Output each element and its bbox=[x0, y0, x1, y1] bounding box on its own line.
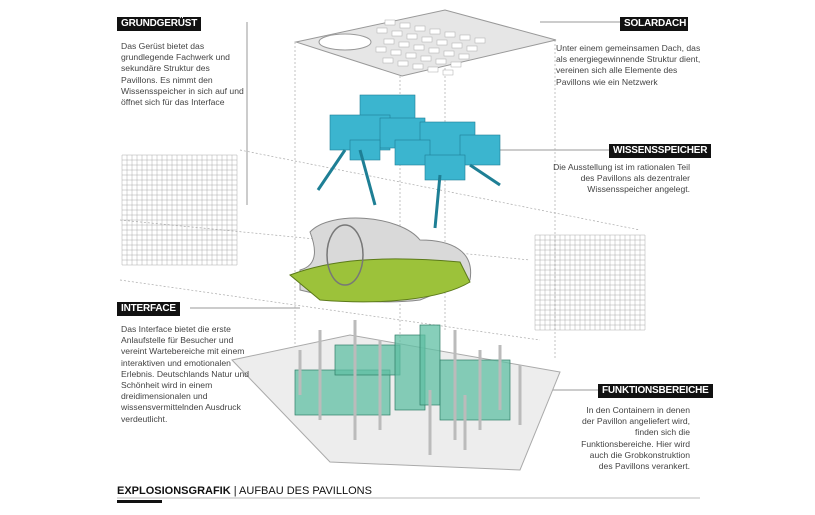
solar-panel bbox=[399, 22, 411, 29]
grundgeruest-label: GRUNDGERÜST bbox=[117, 17, 202, 31]
solardach-label: SOLARDACH bbox=[620, 17, 688, 31]
interface-text: Das Interface bietet die erste Anlaufste… bbox=[121, 324, 250, 424]
solar-panel bbox=[466, 45, 478, 52]
solar-panel bbox=[474, 37, 486, 44]
callout-lines bbox=[117, 21, 700, 499]
footer-bar bbox=[117, 500, 162, 503]
solardach-text: Unter einem gemeinsamen Dach, das als en… bbox=[556, 43, 701, 87]
interface-landscape bbox=[289, 217, 472, 303]
solar-panel bbox=[444, 31, 456, 38]
solar-panel bbox=[405, 52, 417, 59]
solar-panel bbox=[397, 60, 409, 67]
solar-panel bbox=[421, 36, 433, 43]
solar-panel bbox=[406, 33, 418, 40]
solar-roof bbox=[294, 9, 557, 77]
knowledge-store bbox=[316, 94, 501, 229]
solar-panel bbox=[429, 28, 441, 35]
footer-title: EXPLOSIONSGRAFIK bbox=[117, 485, 231, 497]
solar-panel bbox=[451, 42, 463, 49]
solar-panel bbox=[443, 50, 455, 57]
solar-panel bbox=[459, 34, 471, 41]
footer-caption: EXPLOSIONSGRAFIK | AUFBAU DES PAVILLONS bbox=[117, 485, 372, 497]
solar-panel bbox=[384, 19, 396, 26]
function-containers bbox=[294, 324, 511, 421]
scaffold-right bbox=[534, 234, 646, 331]
solar-panel bbox=[420, 55, 432, 62]
funktionsbereiche-label: FUNKTIONSBEREICHE bbox=[598, 384, 713, 398]
solar-panel bbox=[458, 53, 470, 60]
solar-panel bbox=[414, 25, 426, 32]
solar-panel bbox=[390, 49, 402, 56]
funktionsbereiche-text: In den Containern in denen der Pavillon … bbox=[581, 405, 690, 472]
solar-panel bbox=[435, 58, 447, 65]
solar-panel bbox=[428, 47, 440, 54]
solar-panel bbox=[391, 30, 403, 37]
solar-panel bbox=[375, 46, 387, 53]
solar-panel bbox=[412, 63, 424, 70]
footer-subtitle: | AUFBAU DES PAVILLONS bbox=[233, 485, 372, 497]
solar-panel bbox=[383, 38, 395, 45]
interface-label: INTERFACE bbox=[117, 302, 180, 316]
solar-panel bbox=[376, 27, 388, 34]
wissensspeicher-label: WISSENSSPEICHER bbox=[609, 144, 712, 158]
solar-panel bbox=[382, 57, 394, 64]
solar-panel bbox=[398, 41, 410, 48]
solar-panel bbox=[442, 69, 454, 76]
solar-panel bbox=[436, 39, 448, 46]
solar-panel bbox=[413, 44, 425, 51]
wissensspeicher-text: Die Ausstellung ist im rationalen Teil d… bbox=[553, 162, 690, 195]
grundgeruest-text: Das Gerüst bietet das grundlegende Fachw… bbox=[121, 41, 244, 108]
scaffold-left bbox=[121, 154, 238, 266]
solar-panel bbox=[450, 61, 462, 68]
solar-panel bbox=[427, 66, 439, 73]
